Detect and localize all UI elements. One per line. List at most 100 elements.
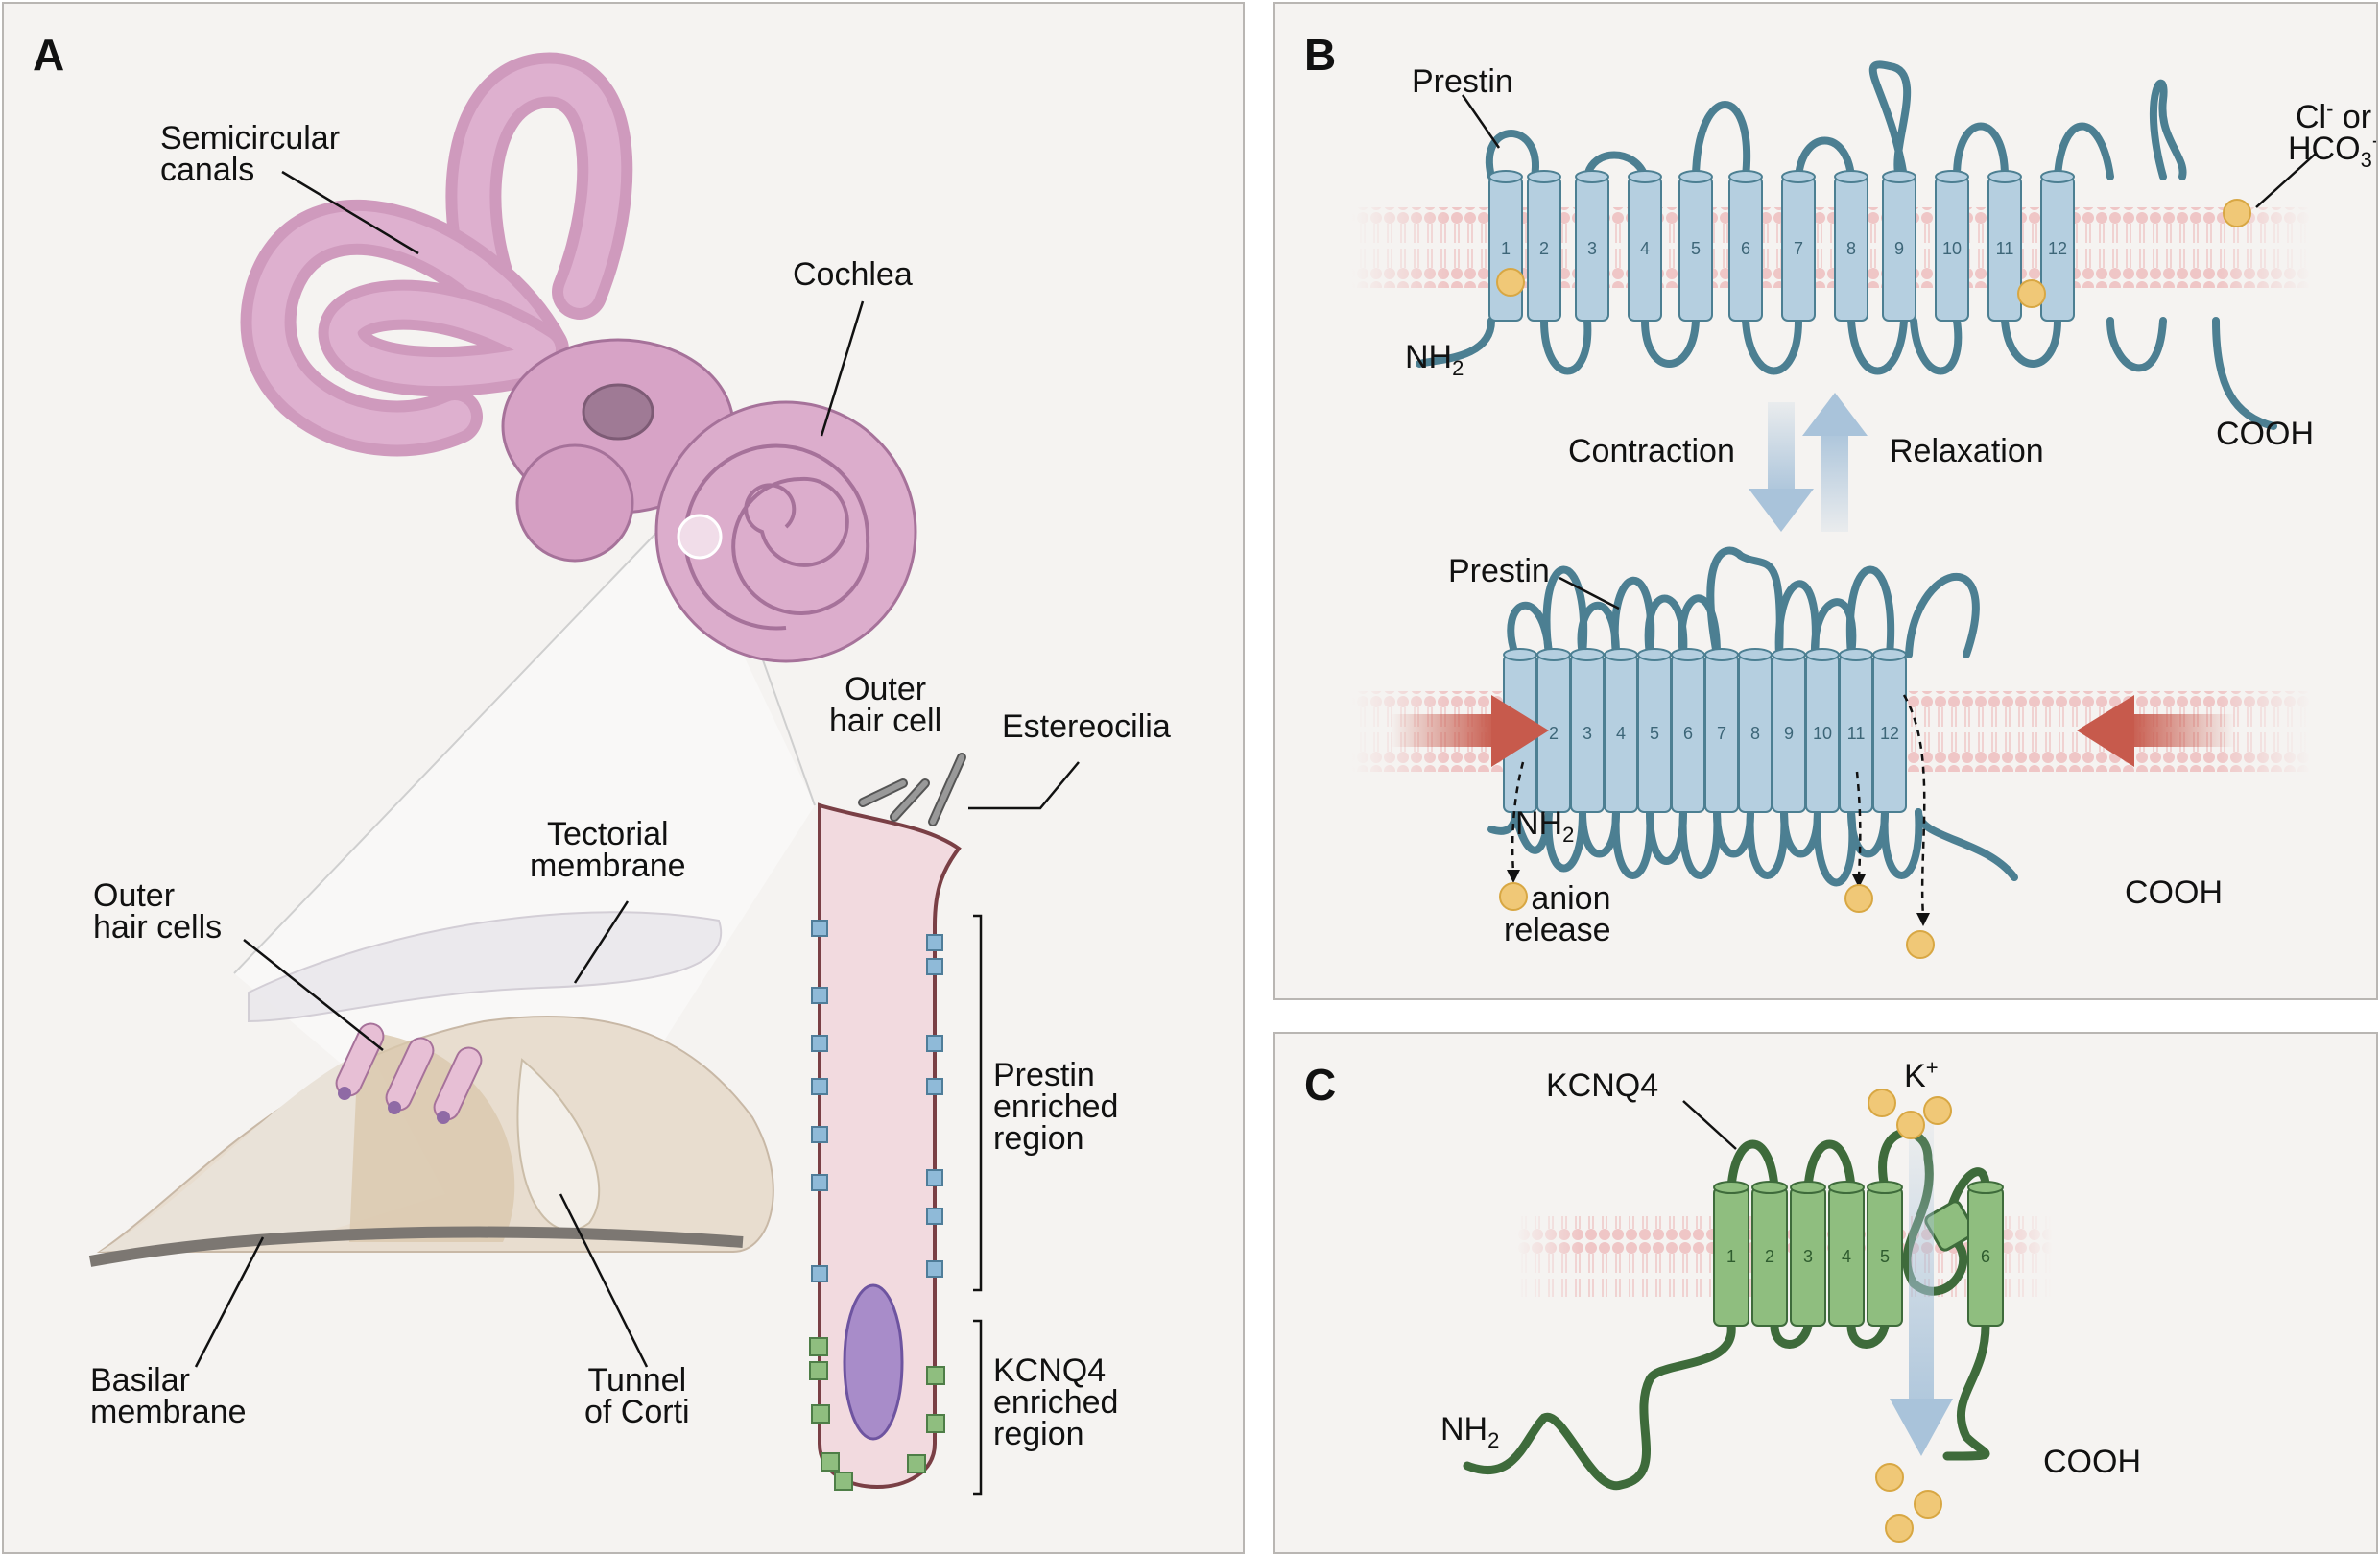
ohc-line-1: Outer xyxy=(845,671,927,707)
cl-text: Cl xyxy=(2296,99,2327,135)
helix-number-7: 7 xyxy=(1717,724,1726,743)
helix-number-12: 12 xyxy=(2048,239,2067,258)
kcnq4-markers xyxy=(809,1337,945,1491)
helix-number-1: 1 xyxy=(1726,1247,1736,1266)
cochlea-zoom-circle xyxy=(677,514,723,560)
nh-text-bottom: NH xyxy=(1515,805,1563,842)
helix-number-2: 2 xyxy=(1549,724,1559,743)
label-relaxation: Relaxation xyxy=(1890,433,2044,469)
label-tectorial-membrane: Tectorial membrane xyxy=(530,818,686,884)
helix-number-5: 5 xyxy=(1691,239,1701,258)
hco-text: HCO xyxy=(2288,131,2361,167)
helix-cap-1 xyxy=(1713,1181,1749,1194)
label-kcnq4-region: KCNQ4 enriched region xyxy=(993,1353,1119,1452)
label-kcnq4: KCNQ4 xyxy=(1546,1067,1659,1104)
semicircular-line-1: Semicircular xyxy=(160,120,341,156)
panel-a-label: A xyxy=(33,30,65,80)
helix-number-6: 6 xyxy=(1683,724,1693,743)
label-outer-hair-cell: Outer hair cell xyxy=(829,671,942,739)
label-semicircular-canals: Semicircular canals xyxy=(160,120,341,188)
organ-of-corti xyxy=(88,911,774,1267)
prestin-top-ions xyxy=(1496,199,2251,308)
helix-number-1: 1 xyxy=(1501,239,1511,258)
kcnq4-region-line-2: enriched xyxy=(993,1384,1119,1421)
prestin-region-line-3: region xyxy=(993,1120,1084,1157)
helix-number-2: 2 xyxy=(1539,239,1549,258)
panel-a: A xyxy=(2,2,1245,1554)
label-estereocilia: Estereocilia xyxy=(1002,708,1171,745)
helix-number-10: 10 xyxy=(1942,239,1962,258)
helix-cap-2 xyxy=(1527,170,1561,183)
kcnq4-region-line-3: region xyxy=(993,1416,1084,1452)
panel-b-label: B xyxy=(1304,30,1337,80)
compression-arrows xyxy=(1391,695,2235,767)
panel-b: B xyxy=(1273,2,2378,1000)
label-k-ion: K+ xyxy=(1904,1057,1939,1094)
semicircular-canals xyxy=(240,52,633,457)
helix-cap-10 xyxy=(1935,170,1969,183)
helix-cap-10 xyxy=(1805,648,1840,661)
nucleus xyxy=(843,1283,904,1441)
ohcs-line-1: Outer xyxy=(93,877,176,914)
helix-number-7: 7 xyxy=(1794,239,1803,258)
label-anion-release: anion release xyxy=(1504,880,1611,948)
helix-cap-3 xyxy=(1790,1181,1826,1194)
outer-hair-cell-diagram xyxy=(809,753,1080,1491)
cl-charge: - xyxy=(2326,96,2334,121)
anion-line-2: HCO3- xyxy=(2288,130,2376,170)
prestin-top-loops xyxy=(1416,60,2277,430)
helix-cap-12 xyxy=(1872,648,1907,661)
helix-cap-4 xyxy=(1604,648,1638,661)
kcnq4-region-line-1: KCNQ4 xyxy=(993,1353,1107,1389)
ohc-line-2: hair cell xyxy=(829,703,942,739)
helix-cap-8 xyxy=(1834,170,1868,183)
helix-cap-5 xyxy=(1867,1181,1903,1194)
helix-cap-11 xyxy=(1987,170,2022,183)
semicircular-line-2: canals xyxy=(160,152,255,188)
anion-release-line-1: anion xyxy=(1531,880,1611,917)
hco-subscript: 3 xyxy=(2360,147,2372,172)
tectorial-line-2: membrane xyxy=(530,848,686,884)
helix-number-9: 9 xyxy=(1784,724,1794,743)
prestin-region-line-1: Prestin xyxy=(993,1057,1095,1093)
helix-number-11: 11 xyxy=(1996,239,2014,258)
helix-cap-2 xyxy=(1536,648,1571,661)
inner-ear-illustration xyxy=(88,52,1080,1496)
helix-number-10: 10 xyxy=(1813,724,1832,743)
basilar-line-2: membrane xyxy=(90,1394,247,1430)
hco-charge: - xyxy=(2372,129,2376,153)
helix-number-9: 9 xyxy=(1894,239,1904,258)
helix-cap-9 xyxy=(1772,648,1806,661)
nh-subscript-c: 2 xyxy=(1488,1427,1500,1452)
k-charge: + xyxy=(1925,1055,1939,1080)
basilar-line-1: Basilar xyxy=(90,1362,190,1399)
helix-cap-7 xyxy=(1704,648,1739,661)
nh-text-c: NH xyxy=(1440,1411,1488,1448)
label-nh2-c: NH2 xyxy=(1440,1411,1499,1450)
helix-number-8: 8 xyxy=(1750,724,1760,743)
anion-release-line-2: release xyxy=(1504,912,1611,948)
helix-number-11: 11 xyxy=(1847,724,1866,743)
helix-cap-6 xyxy=(1728,170,1763,183)
helix-number-6: 6 xyxy=(1741,239,1750,258)
or-text: or xyxy=(2333,99,2372,135)
tunnel-line-1: Tunnel xyxy=(587,1362,687,1399)
helix-cap-4 xyxy=(1628,170,1662,183)
prestin-region-line-2: enriched xyxy=(993,1089,1119,1125)
anion-line-1: Cl- or xyxy=(2288,98,2376,135)
nh-subscript-bottom: 2 xyxy=(1562,822,1575,847)
panel-c-label: C xyxy=(1304,1060,1337,1110)
helix-cap-2 xyxy=(1751,1181,1788,1194)
conformation-arrows xyxy=(1749,393,1868,532)
label-prestin-top: Prestin xyxy=(1412,63,1513,100)
label-nh2-bottom: NH2 xyxy=(1515,805,1574,845)
k-text: K xyxy=(1904,1058,1926,1094)
anion-arrows xyxy=(1511,694,1926,917)
helix-number-12: 12 xyxy=(1880,724,1899,743)
label-anion-binding: Cl- or HCO3- xyxy=(2288,98,2376,170)
helix-cap-6 xyxy=(1671,648,1705,661)
helix-cap-3 xyxy=(1570,648,1605,661)
helix-cap-12 xyxy=(2040,170,2075,183)
